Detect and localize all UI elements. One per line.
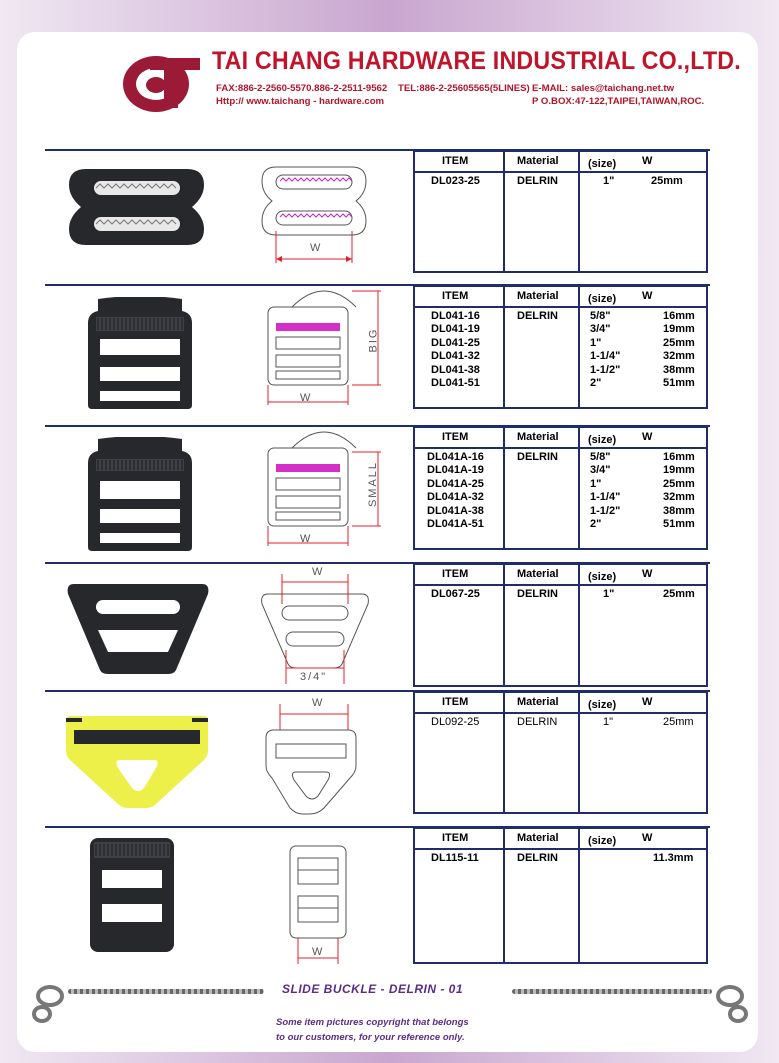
dl092-drawing (265, 704, 357, 815)
material-value: DELRIN (517, 175, 558, 187)
header-w: W (642, 832, 653, 844)
dl041-drawing (267, 290, 381, 405)
spec-table-dl115: ITEM Material (size) W DL115-11 DELRIN 1… (413, 827, 708, 964)
spec-table-dl067: ITEM Material (size) W DL067-25 DELRIN 1… (413, 563, 708, 687)
company-logo (123, 56, 200, 112)
item-codes: DL041A-16 DL041A-19 DL041A-25 DL041A-32 … (427, 451, 484, 531)
size-values: 5/8" 3/4" 1" 1-1/4" 1-1/2" 2" (590, 451, 621, 531)
spec-header (415, 152, 706, 173)
copyright-note-line2: to our customers, for your reference onl… (276, 1032, 465, 1043)
dl023-drawing (261, 166, 367, 263)
item-code: DL067-25 (431, 588, 480, 600)
header-item: ITEM (442, 696, 469, 708)
size-values: 5/8" 3/4" 1" 1-1/4" 1-1/2" 2" (590, 310, 621, 390)
row-divider (45, 425, 710, 427)
header-item: ITEM (442, 290, 469, 302)
width-value: 25mm (663, 588, 695, 600)
spec-table-dl023: ITEM Material (size) W DL023-25 DELRIN 1… (413, 150, 708, 273)
width-value: 25mm (663, 716, 694, 728)
dl092-photo (66, 716, 208, 808)
material-value: DELRIN (517, 588, 558, 600)
catalog-page-title: SLIDE BUCKLE - DELRIN - 01 (282, 982, 464, 996)
dl115-drawing (289, 845, 347, 964)
row-divider (45, 284, 710, 286)
dl041a-drawing (267, 431, 381, 546)
item-code: DL115-11 (431, 852, 479, 864)
dl023-photo (69, 169, 204, 245)
website-line: Http:// www.taichang - hardware.com (216, 96, 385, 107)
header-material: Material (517, 290, 559, 302)
dl067-drawing (261, 574, 369, 684)
fax-line: FAX:886-2-2560-5570.886-2-2511-9562 (216, 83, 388, 94)
width-value: 11.3mm (653, 852, 694, 864)
header-size: (size) (588, 293, 617, 305)
header-w: W (642, 155, 653, 167)
dl041-big-label: BIG (367, 327, 380, 353)
material-value: DELRIN (517, 716, 558, 728)
spec-table-dl041a: ITEM Material (size) W DL041A-16 DL041A-… (413, 426, 708, 550)
width-values: 16mm 19mm 25mm 32mm 38mm 51mm (663, 310, 695, 390)
header-material: Material (517, 696, 559, 708)
dl092-w-label: W (312, 697, 323, 709)
header-size: (size) (588, 835, 617, 847)
row-divider (45, 690, 710, 692)
chain-left-decoration (68, 989, 264, 994)
row-divider (45, 562, 710, 564)
row-divider (45, 149, 710, 151)
header-size: (size) (588, 158, 617, 170)
dl067-w-label: W (312, 566, 323, 578)
material-value: DELRIN (517, 451, 558, 463)
item-codes: DL041-16 DL041-19 DL041-25 DL041-32 DL04… (431, 310, 480, 390)
dl041-w-label: W (300, 392, 311, 404)
row-divider (45, 826, 710, 828)
header-w: W (642, 290, 653, 302)
spec-table-dl092: ITEM Material (size) W DL092-25 DELRIN 1… (413, 691, 708, 814)
header-material: Material (517, 431, 559, 443)
material-value: DELRIN (517, 852, 558, 864)
copyright-note-line1: Some item pictures copyright that belong… (276, 1017, 469, 1028)
item-code: DL092-25 (431, 716, 480, 728)
size-value: 1" (603, 588, 615, 600)
header-item: ITEM (442, 568, 469, 580)
spec-table-dl041: ITEM Material (size) W DL041-16 DL041-19… (413, 285, 708, 409)
dl023-w-label: W (310, 242, 321, 254)
carabiner-left-icon (32, 985, 64, 1023)
header-w: W (642, 568, 653, 580)
width-values: 16mm 19mm 25mm 32mm 38mm 51mm (663, 451, 695, 531)
email-line: E-MAIL: sales@taichang.net.tw (532, 83, 675, 94)
header-item: ITEM (442, 832, 469, 844)
company-name: TAI CHANG HARDWARE INDUSTRIAL CO.,LTD. (212, 47, 741, 75)
dl041a-small-label: SMALL (367, 460, 380, 508)
size-value: 1" (603, 175, 615, 187)
dl115-w-label: W (312, 946, 323, 958)
chain-right-decoration (512, 989, 712, 994)
carabiner-right-icon (716, 985, 748, 1023)
header-w: W (642, 696, 653, 708)
dl067-bottom-label: 3/4" (300, 671, 328, 683)
width-value: 25mm (651, 175, 683, 187)
header-size: (size) (588, 699, 617, 711)
header-material: Material (517, 155, 559, 167)
header-size: (size) (588, 571, 617, 583)
pobox-line: P O.BOX:47-122,TAIPEI,TAIWAN,ROC. (532, 96, 705, 107)
item-code: DL023-25 (431, 175, 480, 187)
header-item: ITEM (442, 155, 469, 167)
material-value: DELRIN (517, 310, 558, 322)
dl041a-photo (88, 437, 192, 551)
dl041-photo (88, 297, 192, 409)
size-value: 1" (603, 716, 614, 728)
tel-line: TEL:886-2-25605565(5LINES) (398, 83, 530, 94)
dl067-photo (67, 584, 209, 674)
header-material: Material (517, 832, 559, 844)
header-item: ITEM (442, 431, 469, 443)
header-size: (size) (588, 434, 617, 446)
header-w: W (642, 431, 653, 443)
dl041a-w-label: W (300, 533, 311, 545)
header-material: Material (517, 568, 559, 580)
dl115-photo (90, 838, 174, 952)
